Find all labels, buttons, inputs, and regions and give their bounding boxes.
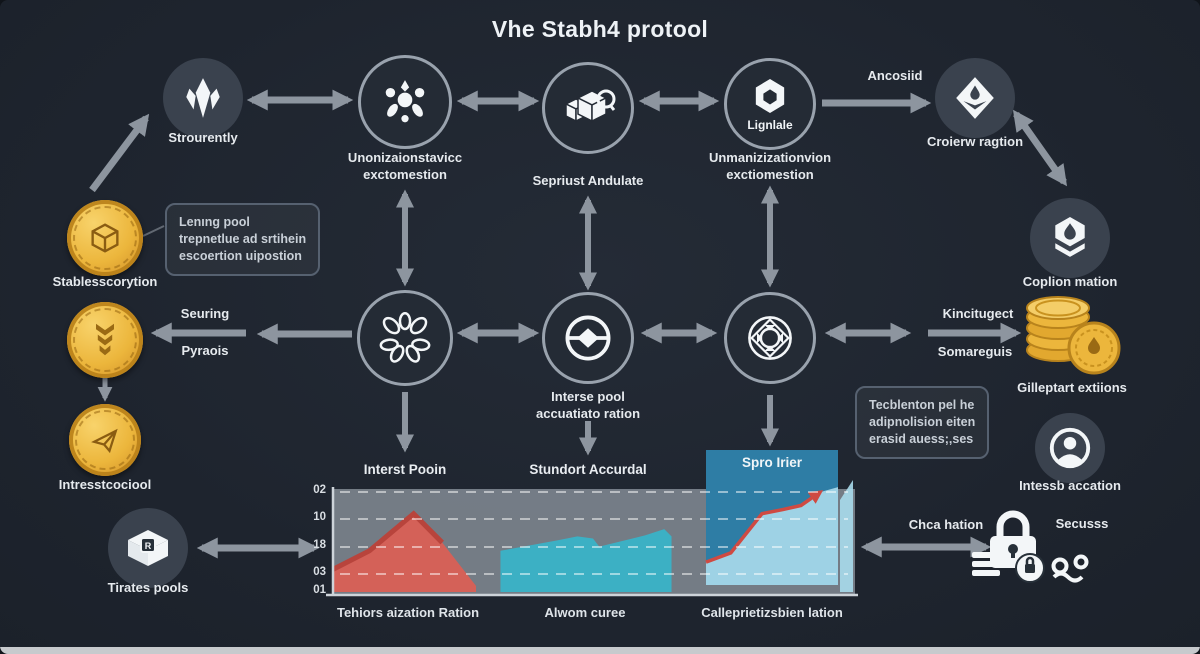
lending-callout-line2: trepnetlue ad srtihein (179, 231, 307, 246)
callout-connector (142, 225, 165, 237)
key-icon (1051, 554, 1089, 583)
x-label-0: Tehiors aization Ration (336, 605, 480, 620)
node-croierw (935, 58, 1015, 138)
label-unmaniz-line2: exctiomestion (726, 166, 814, 182)
crystal-icon (186, 78, 220, 118)
label-interse: Interse pool accuatiato ration (536, 389, 640, 422)
tecblenton-callout-line1: Tecblenton pel he (869, 398, 975, 412)
steering-icon (565, 315, 611, 361)
y-tick-3: 03 (313, 566, 326, 578)
label-spro: Spro Irier (741, 455, 803, 470)
label-unonizaion-line2: exctomestion (363, 166, 447, 182)
page-title: Vhe Stabh4 protool (491, 16, 709, 42)
label-strourently: Strourently (168, 130, 238, 145)
lending-callout-line3: escoertion uipostion (179, 248, 302, 263)
security-cluster (968, 500, 1098, 597)
person-icon (1049, 427, 1091, 469)
coin-ring (75, 410, 135, 470)
x-label-1: Alwom curee (544, 605, 626, 620)
node-leaves (357, 290, 453, 386)
label-sepriust: Sepriust Andulate (532, 173, 644, 188)
label-tirates: Tirates pools (107, 580, 189, 595)
node-lignlale: Lignlale (724, 58, 816, 150)
node-interse (542, 292, 634, 384)
label-pyraois: Pyraois (181, 343, 229, 358)
label-unmaniz-line1: Unmanizizationvion (708, 150, 832, 165)
y-tick-1: 10 (313, 511, 326, 523)
tecblenton-callout: Tecblenton pel he adipnolision eiten era… (855, 386, 990, 459)
chart-axes (326, 487, 858, 597)
coin-chevron (67, 302, 143, 378)
flower-icon (385, 80, 425, 123)
node-sepriust (542, 62, 634, 154)
open-box-icon: R (128, 530, 168, 566)
tecblenton-callout-line3: erasid auess;,ses (869, 431, 974, 446)
label-seuring: Seuring (180, 306, 230, 321)
label-unmaniz: Unmanizizationvion exctiomestion (709, 150, 831, 183)
label-stundort: Stundort Accurdal (529, 462, 647, 477)
package-icon (564, 89, 616, 123)
coin-ring (73, 206, 137, 270)
label-interest-coin: Intresstcociool (58, 477, 152, 492)
node-intessb (1035, 413, 1105, 483)
globe-icon (748, 316, 792, 360)
lending-callout-line1: Lenıng pool (179, 215, 250, 229)
box-badge-letter: R (145, 541, 152, 551)
label-somareguis: Somareguis (937, 344, 1013, 359)
label-interse-line2: accuatiato ration (535, 405, 641, 421)
bottom-edge-bar (0, 647, 1200, 654)
stablecoin-cube (67, 200, 143, 276)
shield-diamond-icon (956, 77, 994, 119)
label-secusss: Secusss (1055, 516, 1109, 531)
label-chca: Chca hation (908, 517, 984, 532)
lending-callout: Lenıng pool trepnetlue ad srtihein escoe… (165, 203, 321, 276)
label-unonizaion-line1: Unonizaionstavicc (347, 150, 463, 165)
coin-ring (73, 308, 137, 372)
arrow-diagonal-right (1012, 109, 1068, 187)
chart-area-series (331, 510, 672, 592)
node-strourently (163, 58, 243, 138)
chart-sliver (840, 480, 853, 592)
label-unonizaion: Unonizaionstavicc exctomestion (348, 150, 462, 183)
label-lignlale-inner: Lignlale (747, 117, 793, 132)
arrow-diagonal-left (89, 113, 150, 193)
label-ancosiid: Ancosiid (867, 68, 923, 83)
hexagon-icon (755, 78, 785, 113)
coin-stack-icon (1026, 296, 1121, 375)
coin-plane (69, 404, 141, 476)
label-stablecoin: Stablesscorytion (52, 274, 158, 289)
padlock-icon (972, 510, 1089, 583)
spro-panel-fill (705, 487, 838, 585)
node-coplion (1030, 198, 1110, 278)
tecblenton-callout-line2: adipnolision eiten (869, 414, 976, 429)
layers-droplet-icon (1055, 217, 1085, 257)
y-tick-0: 02 (313, 484, 326, 496)
diagram-arrows (89, 89, 1068, 559)
label-kincitugect: Kincitugect (942, 306, 1014, 321)
label-interse-line1: Interse pool (551, 389, 625, 404)
coin-stack (1008, 282, 1123, 387)
x-label-2: Calleprietizsbien lation (701, 605, 843, 620)
label-gilleptart: Gilleptart extiions (1017, 380, 1127, 395)
node-unonizaion (358, 55, 452, 149)
label-croierw: Croierw ragtion (926, 134, 1024, 149)
leaves-icon (379, 312, 431, 363)
label-coplion: Coplion mation (1022, 274, 1118, 289)
label-interst-pooin: Interst Pooin (363, 462, 447, 477)
label-intessb: Intessb accation (1019, 478, 1121, 493)
chart-gridlines (340, 491, 848, 575)
y-tick-4: 01 (313, 584, 326, 596)
y-tick-2: 18 (313, 539, 326, 551)
node-tirates: R (108, 508, 188, 588)
node-globe (724, 292, 816, 384)
